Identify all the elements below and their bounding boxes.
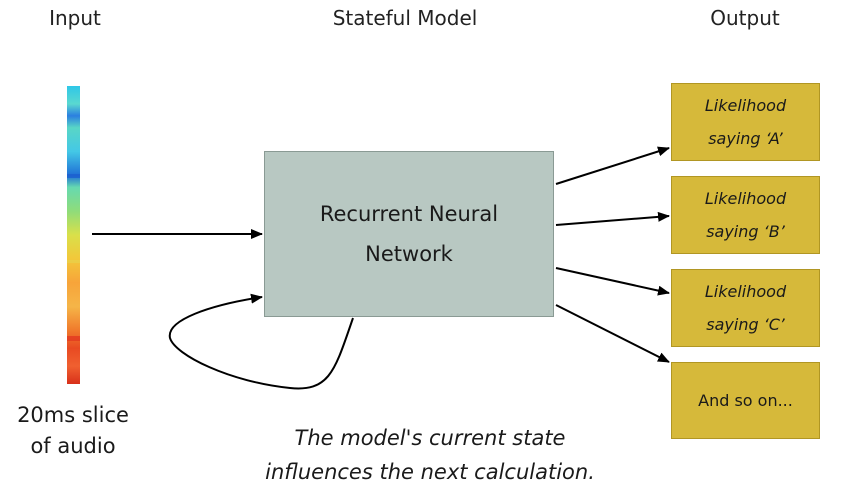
output-arrow-a (555, 146, 670, 185)
output-box-a: Likelihood saying ‘A’ (671, 83, 820, 161)
output-heading: Output (710, 6, 780, 30)
output-box-c: Likelihood saying ‘C’ (671, 269, 820, 347)
input-heading: Input (49, 6, 101, 30)
output-label-c: Likelihood saying ‘C’ (704, 282, 787, 334)
output-label-b: Likelihood saying ‘B’ (704, 189, 787, 241)
audio-spectrogram-strip (67, 86, 80, 384)
recurrent-loop-arrow (168, 293, 354, 390)
rnn-box: Recurrent Neural Network (264, 151, 554, 317)
output-arrow-c (555, 267, 670, 296)
output-box-more: And so on... (671, 362, 820, 439)
output-label-more: And so on... (698, 391, 793, 410)
output-arrow-b (555, 211, 670, 226)
model-heading: Stateful Model (332, 6, 478, 30)
audio-slice-label: 20ms slice of audio (17, 403, 129, 458)
output-box-b: Likelihood saying ‘B’ (671, 176, 820, 254)
output-arrow-more (555, 304, 670, 363)
output-label-a: Likelihood saying ‘A’ (704, 96, 787, 148)
rnn-label: Recurrent Neural Network (319, 202, 499, 266)
caption: The model's current state influences the… (265, 426, 595, 484)
